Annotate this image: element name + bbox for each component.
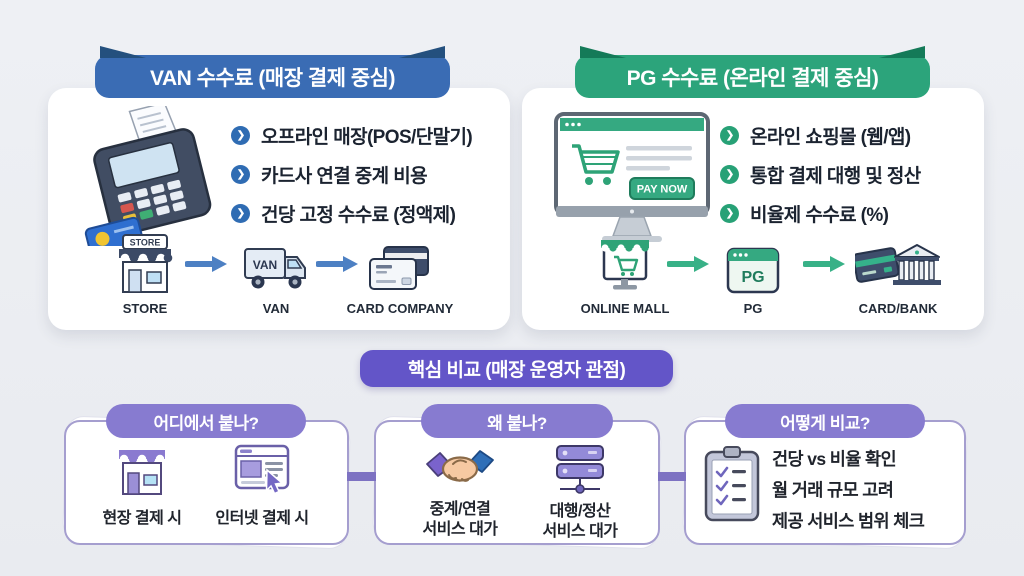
pg-bullet-3-text: 비율제 수수료 (%) bbox=[750, 205, 889, 226]
pg-panel: PAY NOW ❯ 온라인 쇼핑몰 (웹/앱) ❯ 통합 결제 대행 및 정산 … bbox=[522, 88, 984, 330]
pg-window-text: PG bbox=[741, 269, 764, 286]
pg-bullet-3: ❯ 비율제 수수료 (%) bbox=[720, 200, 921, 227]
van-banner-label: VAN 수수료 (매장 결제 중심) bbox=[150, 66, 395, 90]
why-item-van-line1: 중계/연결 bbox=[429, 501, 491, 518]
flow-van-label: VAN bbox=[262, 301, 290, 316]
card-bank-icon bbox=[855, 244, 941, 285]
pg-bullet-1-text: 온라인 쇼핑몰 (웹/앱) bbox=[750, 127, 911, 148]
chevron-icon: ❯ bbox=[231, 165, 250, 184]
card-why-title: 왜 붙나? bbox=[421, 404, 613, 438]
checklist-clipboard-icon bbox=[704, 446, 760, 522]
how-line-2: 월 거래 규모 고려 bbox=[772, 480, 894, 500]
arrow-right-icon bbox=[803, 256, 845, 272]
why-item-van-line2: 서비스 대가 bbox=[422, 521, 498, 538]
van-bullet-3-text: 건당 고정 수수료 (정액제) bbox=[261, 205, 456, 226]
where-item-offline-label: 현장 결제 시 bbox=[102, 510, 183, 527]
card-how-title: 어떻게 비교? bbox=[725, 404, 925, 438]
pg-window-icon: PG bbox=[726, 247, 780, 294]
handshake-icon bbox=[426, 450, 494, 482]
chevron-icon: ❯ bbox=[720, 204, 739, 223]
credit-cards-icon bbox=[369, 246, 429, 290]
pg-banner: PG 수수료 (온라인 결제 중심) bbox=[575, 55, 930, 98]
chevron-icon: ❯ bbox=[720, 126, 739, 145]
flow-card-bank-label: CARD/BANK bbox=[858, 301, 938, 316]
card-where: 현장 결제 시 인터넷 결제 시 bbox=[64, 420, 349, 545]
online-shop-illustration: PAY NOW bbox=[554, 112, 710, 242]
card-why-title-label: 왜 붙나? bbox=[487, 413, 547, 433]
store-icon: STORE bbox=[119, 234, 173, 293]
card-where-title: 어디에서 붙나? bbox=[106, 404, 306, 438]
how-line-3: 제공 서비스 범위 체크 bbox=[772, 511, 925, 531]
pay-now-button: PAY NOW bbox=[637, 184, 688, 196]
how-line-1: 건당 vs 비율 확인 bbox=[772, 449, 897, 469]
van-bullet-2-text: 카드사 연결 중계 비용 bbox=[261, 166, 428, 187]
server-icon bbox=[556, 445, 604, 494]
flow-card-bank: CARD/BANK bbox=[833, 232, 963, 316]
van-truck-text: VAN bbox=[253, 258, 277, 272]
comparison-banner-label: 핵심 비교 (매장 운영자 관점) bbox=[407, 360, 626, 381]
chevron-icon: ❯ bbox=[720, 165, 739, 184]
flow-pg: PG PG bbox=[693, 232, 813, 316]
card-connector bbox=[658, 472, 686, 481]
van-bullet-1-text: 오프라인 매장(POS/단말기) bbox=[261, 127, 473, 148]
chevron-icon: ❯ bbox=[231, 204, 250, 223]
van-bullet-2: ❯ 카드사 연결 중계 비용 bbox=[231, 161, 472, 188]
card-where-title-label: 어디에서 붙나? bbox=[153, 413, 259, 433]
where-item-online: 인터넷 결제 시 bbox=[202, 444, 322, 528]
pg-bullet-list: ❯ 온라인 쇼핑몰 (웹/앱) ❯ 통합 결제 대행 및 정산 ❯ 비율제 수수… bbox=[720, 122, 921, 239]
where-item-online-label: 인터넷 결제 시 bbox=[215, 510, 309, 527]
arrow-right-icon bbox=[185, 256, 227, 272]
flow-card-company: CARD COMPANY bbox=[330, 232, 470, 316]
flow-online-mall: ONLINE MALL bbox=[565, 232, 685, 316]
flow-van: VAN VAN bbox=[221, 232, 331, 316]
card-connector bbox=[347, 472, 376, 481]
where-item-offline: 현장 결제 시 bbox=[82, 444, 202, 528]
why-item-pg-line1: 대행/정산 bbox=[549, 503, 611, 520]
flow-store-label: STORE bbox=[122, 301, 168, 316]
arrow-right-icon bbox=[667, 256, 709, 272]
flow-online-mall-label: ONLINE MALL bbox=[580, 301, 670, 316]
storefront-icon bbox=[119, 450, 165, 495]
comparison-banner: 핵심 비교 (매장 운영자 관점) bbox=[360, 350, 673, 387]
flow-pg-label: PG bbox=[743, 301, 763, 316]
card-how-title-label: 어떻게 비교? bbox=[780, 413, 870, 433]
browser-cursor-icon bbox=[234, 444, 290, 495]
van-panel: ❯ 오프라인 매장(POS/단말기) ❯ 카드사 연결 중계 비용 ❯ 건당 고… bbox=[48, 88, 510, 330]
pos-terminal-illustration bbox=[84, 106, 212, 246]
pg-bullet-2-text: 통합 결제 대행 및 정산 bbox=[750, 166, 921, 187]
how-checklist: 건당 vs 비율 확인 월 거래 규모 고려 제공 서비스 범위 체크 bbox=[772, 444, 925, 537]
van-bullet-1: ❯ 오프라인 매장(POS/단말기) bbox=[231, 122, 473, 149]
flow-store: STORE STORE bbox=[90, 232, 200, 316]
flow-card-company-label: CARD COMPANY bbox=[346, 301, 454, 316]
arrow-right-icon bbox=[316, 256, 358, 272]
van-bullet-list: ❯ 오프라인 매장(POS/단말기) ❯ 카드사 연결 중계 비용 ❯ 건당 고… bbox=[231, 122, 473, 239]
store-sign-text: STORE bbox=[130, 238, 161, 248]
card-how: 건당 vs 비율 확인 월 거래 규모 고려 제공 서비스 범위 체크 bbox=[684, 420, 966, 545]
online-mall-icon bbox=[601, 240, 649, 290]
pg-bullet-1: ❯ 온라인 쇼핑몰 (웹/앱) bbox=[720, 122, 921, 149]
pg-banner-label: PG 수수료 (온라인 결제 중심) bbox=[626, 66, 879, 90]
why-item-pg-line2: 서비스 대가 bbox=[542, 523, 618, 540]
pg-bullet-2: ❯ 통합 결제 대행 및 정산 bbox=[720, 161, 921, 188]
van-banner: VAN 수수료 (매장 결제 중심) bbox=[95, 55, 450, 98]
van-bullet-3: ❯ 건당 고정 수수료 (정액제) bbox=[231, 200, 472, 227]
chevron-icon: ❯ bbox=[231, 126, 250, 145]
van-truck-icon: VAN bbox=[244, 248, 306, 289]
